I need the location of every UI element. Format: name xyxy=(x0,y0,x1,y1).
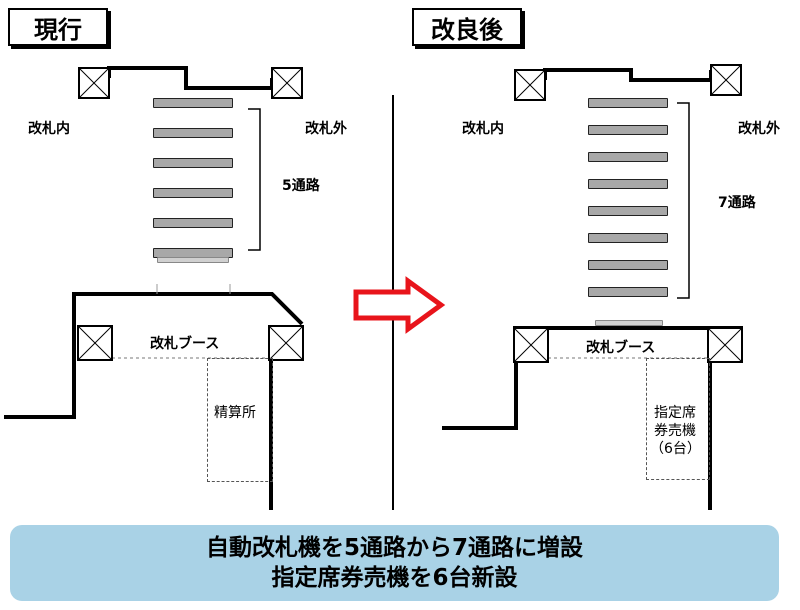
before-gate-bracket xyxy=(248,108,261,251)
after-outside-label: 改札外 xyxy=(738,121,780,137)
summary-line-1: 自動改札機を5通路から7通路に増設 xyxy=(205,535,583,561)
before-booth-label: 改札ブース xyxy=(150,336,220,352)
after-top-wall xyxy=(543,68,713,82)
after-machine-area xyxy=(646,358,710,480)
before-gate-count-label: 5通路 xyxy=(282,178,320,194)
after-left-wall xyxy=(442,362,518,430)
before-gate-5 xyxy=(153,218,233,228)
after-gate-bracket xyxy=(677,102,690,299)
before-gate-2 xyxy=(153,128,233,138)
after-pillar-top-left xyxy=(514,69,546,101)
before-pillar-top-left xyxy=(78,67,110,99)
after-gate-1 xyxy=(588,98,668,108)
before-pillar-booth-right xyxy=(268,325,304,361)
after-gate-4 xyxy=(588,179,668,189)
before-outside-label: 改札外 xyxy=(305,121,347,137)
before-lower-wall xyxy=(4,292,304,419)
before-office-area xyxy=(207,358,273,482)
after-gate-7 xyxy=(588,260,668,270)
before-office-label: 精算所 xyxy=(214,405,256,421)
summary-band: 自動改札機を5通路から7通路に増設 指定席券売機を6台新設 xyxy=(10,525,779,601)
after-title: 改良後 xyxy=(412,8,522,46)
before-pillar-booth-left xyxy=(77,325,113,361)
after-machine-label-1: 指定席 xyxy=(654,405,696,421)
after-gate-count-label: 7通路 xyxy=(718,195,756,211)
after-pillar-booth-right xyxy=(707,327,743,363)
before-gate-base xyxy=(157,257,229,263)
after-inside-label: 改札内 xyxy=(462,121,504,137)
after-booth-gate xyxy=(595,320,663,326)
before-gate-4 xyxy=(153,188,233,198)
after-gate-2 xyxy=(588,125,668,135)
before-top-wall xyxy=(107,66,274,90)
after-gate-5 xyxy=(588,206,668,216)
after-gate-3 xyxy=(588,152,668,162)
before-pillar-top-right xyxy=(271,67,303,99)
after-booth-label: 改札ブース xyxy=(586,340,656,356)
after-machine-label-2: 券売機 xyxy=(654,423,696,439)
transition-arrow xyxy=(353,276,446,334)
before-inside-label: 改札内 xyxy=(28,121,70,137)
after-pillar-top-right xyxy=(710,64,742,96)
before-gate-3 xyxy=(153,158,233,168)
after-gate-6 xyxy=(588,233,668,243)
before-gate-1 xyxy=(153,98,233,108)
after-pillar-booth-left xyxy=(513,327,549,363)
after-gate-8 xyxy=(588,287,668,297)
after-machine-label-3: （6台） xyxy=(650,441,701,457)
before-title: 現行 xyxy=(8,8,108,46)
summary-line-2: 指定席券売機を6台新設 xyxy=(271,565,518,591)
